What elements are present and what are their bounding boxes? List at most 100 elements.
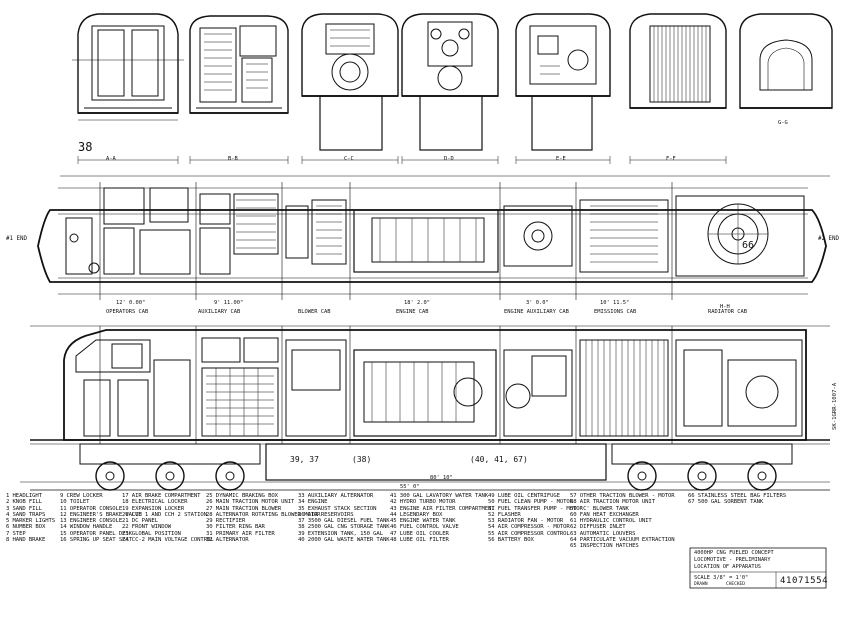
legend-item: 54 AIR COMPRESSOR - MOTOR — [488, 524, 570, 531]
legend-item: 38 2500 GAL CNG STORAGE TANK — [298, 524, 390, 531]
legend-item: 6 NUMBER BOX — [6, 524, 46, 531]
legend-item: 7 STEP — [6, 530, 26, 537]
section-view-e — [515, 13, 611, 151]
section-name-operators-cab: OPERATORS CAB — [106, 309, 149, 315]
legend-item: 17 AIR BRAKE COMPARTMENT — [122, 493, 201, 499]
legend-item: 64 PARTICULATE VACUUM EXTRACTION — [570, 537, 675, 544]
legend-item: 15 OPERATOR PANEL DESK — [60, 530, 132, 537]
legend-item: 14 WINDOW HANDLE — [60, 524, 113, 531]
section-name-emissions-cab: EMISSIONS CAB — [594, 309, 637, 315]
legend-item: 36 AIR RESERVOIRS — [298, 511, 354, 518]
legend-item: 16 SPRING UP SEAT SEAT — [60, 537, 132, 544]
legend-item: 50 FUEL CLEAN PUMP - MOTOR — [488, 499, 573, 506]
section-dim-engine-auxiliary-cab: 3' 0.0" — [526, 300, 549, 306]
view-label-b: B-B — [228, 156, 238, 162]
section-name-blower-cab: BLOWER CAB — [298, 309, 331, 315]
section-name-radiator-cab: RADIATOR CAB — [708, 309, 747, 315]
view-label-a: A-A — [106, 156, 116, 162]
tank-callout-right: (40, 41, 67) — [470, 455, 528, 464]
plan-view — [37, 182, 827, 300]
legend-item: 18 ELECTRICAL LOCKER — [122, 499, 188, 506]
legend-item: 29 RECTIFIER — [206, 518, 246, 525]
title-line-2: LOCOMOTIVE - PRELIMINARY — [694, 557, 771, 563]
legend-item: 21 DC PANEL — [122, 518, 158, 525]
legend-item: 55 AIR COMPRESSOR CONTROL — [488, 530, 570, 537]
section-view-c — [301, 13, 399, 151]
end-label-left: #1 END — [6, 236, 27, 242]
legend-item: 27 MAIN TRACTION BLOWER — [206, 505, 282, 512]
bogie-centers: 55' 0" — [400, 484, 420, 490]
legend-item: 40 2000 GAL WASTE WATER TANK — [298, 537, 390, 544]
end-label-right: #2 END — [818, 236, 839, 242]
section-dim-operators-cab: 12' 0.00" — [116, 300, 146, 306]
legend-item: 4 SAND TRAPS — [6, 511, 46, 518]
section-dim-emissions-cab: 10' 11.5" — [600, 300, 630, 306]
section-view-d — [401, 13, 499, 151]
legend-item: 49 LUBE OIL CENTRIFUGE — [488, 493, 560, 499]
legend-item: 42 HYDRO TURBO MOTOR — [390, 499, 456, 506]
drawing-number: 41071554 — [780, 576, 829, 586]
legend-item: 32 ALTERNATOR — [206, 537, 249, 544]
elevation-view — [20, 325, 830, 491]
legend-item: 34 ENGINE — [298, 499, 328, 506]
section-view-a — [72, 13, 184, 121]
section-dim-engine-cab: 18' 2.0" — [404, 300, 430, 306]
legend-item: 20 CCH 1 AND CCH 2 STATION — [122, 511, 207, 518]
section-name-auxiliary-cab: AUXILIARY CAB — [198, 309, 241, 315]
legend-item: 41 300 GAL LAVATORY WATER TANK — [390, 493, 489, 499]
view-label-d: D-D — [444, 156, 454, 162]
truck-front — [79, 443, 261, 491]
legend-item: 66 STAINLESS STEEL BAG FILTERS — [688, 493, 787, 499]
title-line-1: 4000HP CNG FUELED CONCEPT — [694, 550, 774, 556]
legend-item: 53 RADIATOR FAN - MOTOR — [488, 518, 564, 525]
legend-item: 28 ALTERNATOR ROTATING BLOWER MOTOR — [206, 511, 321, 518]
legend-item: 26 MAIN TRACTION MOTOR UNIT — [206, 499, 295, 506]
legend-item: 22 FRONT WINDOW — [122, 524, 172, 531]
legend-item: 23 GLOBAL POSITION — [122, 530, 181, 537]
legend-item: 12 ENGINEER'S BRAKE VALVE — [60, 511, 142, 518]
title-drawn: DRAWN — [694, 582, 708, 587]
legend-item: 61 HYDRAULIC CONTROL UNIT — [570, 518, 652, 525]
legend-item: 65 INSPECTION HATCHES — [570, 543, 639, 550]
view-label-h: H-H — [720, 304, 730, 310]
legend-item: 52 FLASHER — [488, 511, 521, 518]
view-label-c: C-C — [344, 156, 354, 162]
view-engine-number: 38 — [78, 140, 93, 154]
legend-item: 47 LUBE OIL COOLER — [390, 530, 449, 537]
legend-item: 31 PRIMARY AIR FILTER — [206, 530, 275, 537]
legend-item: 39 EXTENSION TANK, 150 GAL — [298, 530, 383, 537]
legend-item: 30 FILTER RING BAR — [206, 524, 265, 531]
legend-item: 46 FUEL CONTROL VALVE — [390, 524, 459, 531]
legend-item: 1 HEADLIGHT — [6, 493, 42, 499]
tank-callout-left: 39, 37 — [290, 455, 319, 464]
legend-item: 33 AUXILIARY ALTERNATOR — [298, 493, 374, 499]
legend-item: 3 SAND FILL — [6, 505, 42, 512]
legend-item: 62 DIFFUSER INLET — [570, 524, 626, 531]
legend-item: 10 TOILET — [60, 499, 90, 506]
overall-length: 80' 10" — [430, 475, 453, 481]
legend-item: 56 BATTERY BOX — [488, 537, 534, 544]
legend-item: 24 CC-2 MAIN VOLTAGE CONTROL — [122, 537, 214, 544]
legend-item: 13 ENGINEER CONSOLE — [60, 518, 123, 525]
legend-item: 48 LUBE OIL FILTER — [390, 537, 449, 544]
legend-item: 63 AUTOMATIC LOUVERS — [570, 530, 636, 537]
section-name-engine-cab: ENGINE CAB — [396, 309, 429, 315]
legend-item: 44 LEGENDARY BOX — [390, 511, 443, 518]
section-view-f — [629, 13, 727, 109]
legend-item: 19 EXPANSION LOCKER — [122, 505, 185, 512]
tank-callout-mid: (38) — [352, 455, 372, 464]
legend-item: 8 HAND BRAKE — [6, 537, 46, 544]
legend-item: 45 ENGINE WATER TANK — [390, 518, 456, 525]
legend-item: 57 OTHER TRACTION BLOWER - MOTOR — [570, 493, 675, 499]
title-block-frame — [689, 547, 827, 589]
